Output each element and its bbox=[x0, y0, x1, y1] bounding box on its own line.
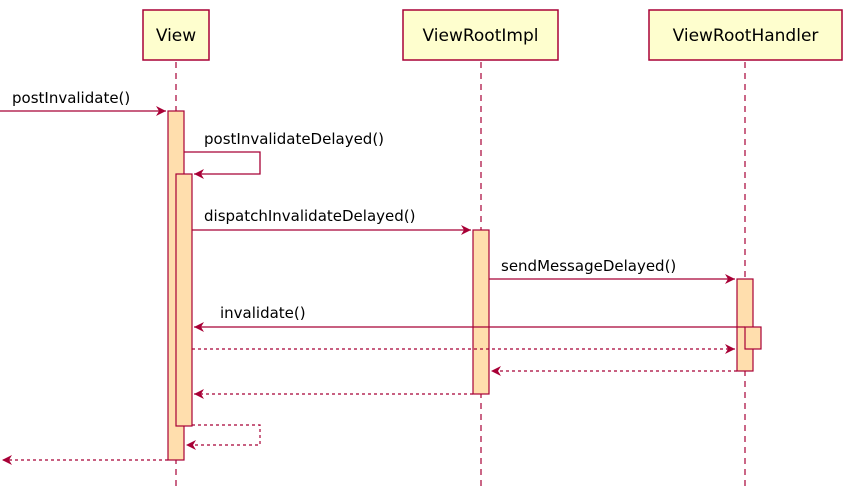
message-label: postInvalidate() bbox=[12, 89, 130, 107]
participant-view: View bbox=[142, 9, 210, 61]
message-label: dispatchInvalidateDelayed() bbox=[204, 207, 415, 225]
message-arrow bbox=[186, 424, 261, 450]
participant-label: ViewRootImpl bbox=[423, 26, 539, 46]
participant-box bbox=[142, 9, 210, 61]
participant-viewrootimpl: ViewRootImpl bbox=[402, 9, 559, 61]
message-invalidate: invalidate() bbox=[194, 304, 745, 332]
message-label: postInvalidateDelayed() bbox=[204, 130, 384, 148]
return-self-view bbox=[186, 424, 261, 450]
activation-viewroothandler-inner bbox=[744, 326, 762, 350]
message-sendmessagedelayed: sendMessageDelayed() bbox=[489, 257, 735, 284]
message-label: invalidate() bbox=[220, 304, 306, 322]
activation-view-inner bbox=[175, 173, 193, 427]
activation-viewroothandler-outer bbox=[736, 278, 754, 372]
message-arrow bbox=[184, 151, 261, 179]
participant-label: View bbox=[156, 26, 196, 46]
message-postinvalidatedelayed: postInvalidateDelayed() bbox=[184, 130, 384, 179]
message-label: sendMessageDelayed() bbox=[501, 257, 676, 275]
activations bbox=[167, 110, 762, 461]
participant-viewroothandler: ViewRootHandler bbox=[648, 9, 843, 61]
activation-viewrootimpl bbox=[472, 229, 490, 395]
participant-label: ViewRootHandler bbox=[673, 26, 819, 46]
participant-box bbox=[402, 9, 559, 61]
message-postinvalidate: postInvalidate() bbox=[0, 89, 166, 116]
message-dispatchinvalidatedelayed: dispatchInvalidateDelayed() bbox=[192, 207, 471, 235]
participant-box bbox=[648, 9, 843, 61]
